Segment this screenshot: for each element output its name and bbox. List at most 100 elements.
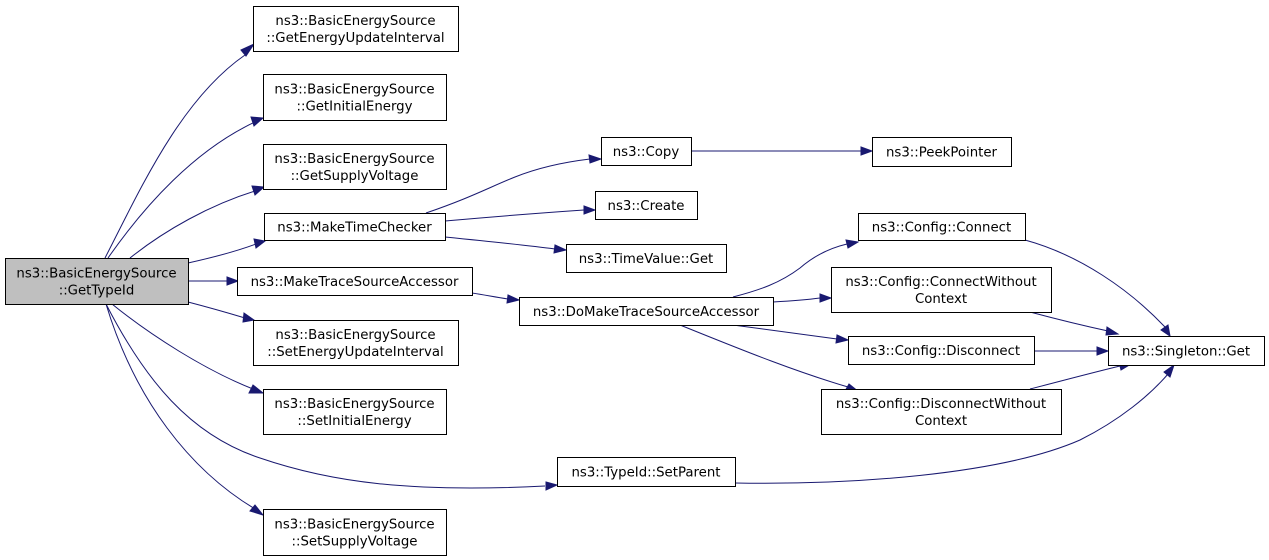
edge-make-time-checker-to-copy (425, 154, 603, 214)
edge-do-make-trace-source-accessor-to-config-connect (732, 239, 860, 298)
node-label-line: ns3::DoMakeTraceSourceAccessor (533, 305, 760, 320)
arrowhead (226, 276, 240, 286)
node-box (263, 74, 447, 121)
node-peek-pointer[interactable]: ns3::PeekPointer (872, 137, 1012, 167)
node-box (821, 389, 1062, 435)
node-label-line: ns3::Create (608, 199, 685, 214)
edge-line (111, 303, 254, 390)
edge-make-trace-source-accessor-to-do-make-trace-source-accessor (471, 292, 521, 304)
edge-do-make-trace-source-accessor-to-config-disconnect-without-context (679, 324, 861, 393)
node-box (253, 320, 459, 366)
node-box (237, 267, 473, 296)
node-label-line: ns3::MakeTimeChecker (277, 221, 432, 236)
node-get-energy-update-interval[interactable]: ns3::BasicEnergySource::GetEnergyUpdateI… (253, 6, 459, 52)
node-set-supply-voltage[interactable]: ns3::BasicEnergySource::SetSupplyVoltage (263, 509, 447, 556)
node-create[interactable]: ns3::Create (595, 191, 698, 220)
node-label-line: ::GetSupplyVoltage (291, 169, 419, 184)
edge-line (772, 297, 821, 303)
node-box (566, 244, 727, 273)
arrowhead (251, 185, 266, 196)
arrowhead (553, 244, 568, 254)
call-graph-nodes: ns3::BasicEnergySource::GetTypeIdns3::Ba… (5, 6, 1265, 556)
node-label-line: ns3::TypeId::SetParent (571, 466, 720, 481)
edge-line (105, 303, 546, 489)
edge-line (105, 303, 256, 510)
edge-line (1029, 365, 1121, 390)
edge-line (104, 54, 246, 259)
node-label-line: ns3::MakeTraceSourceAccessor (251, 275, 459, 290)
node-label-line: ns3::BasicEnergySource (274, 397, 434, 412)
edge-config-connect-without-context-to-singleton-get (1029, 311, 1120, 336)
node-box (264, 213, 446, 241)
edge-line (107, 121, 256, 259)
node-box (872, 137, 1012, 167)
node-set-energy-update-interval[interactable]: ns3::BasicEnergySource::SetEnergyUpdateI… (253, 320, 459, 366)
node-box (263, 144, 447, 190)
edge-root-to-get-energy-update-interval (104, 42, 256, 259)
edge-copy-to-peek-pointer (691, 146, 874, 156)
edge-line (187, 243, 257, 264)
node-get-initial-energy[interactable]: ns3::BasicEnergySource::GetInitialEnergy (263, 74, 447, 121)
node-make-trace-source-accessor[interactable]: ns3::MakeTraceSourceAccessor (237, 267, 473, 296)
edge-line (732, 324, 838, 340)
arrowhead (545, 481, 559, 491)
node-box (1108, 336, 1265, 366)
edge-typeid-set-parent-to-singleton-get (734, 363, 1175, 484)
node-label-line: ::GetTypeId (59, 284, 135, 299)
node-box (263, 509, 447, 556)
arrowhead (506, 294, 521, 304)
node-box (848, 336, 1035, 365)
node-label-line: ns3::PeekPointer (886, 146, 998, 161)
node-label-line: ns3::Config::Disconnect (862, 344, 1020, 359)
arrowhead (253, 238, 267, 249)
edge-line (444, 236, 556, 250)
node-label-line: ns3::BasicEnergySource (274, 518, 434, 533)
edge-line (425, 158, 591, 214)
edge-root-to-get-initial-energy (107, 116, 265, 259)
edge-root-to-set-supply-voltage (105, 303, 265, 516)
edge-line (129, 190, 256, 259)
node-label-line: ns3::Config::Connect (872, 221, 1011, 236)
node-typeid-set-parent[interactable]: ns3::TypeId::SetParent (557, 457, 736, 487)
node-timevalue-get[interactable]: ns3::TimeValue::Get (566, 244, 727, 273)
node-label-line: ns3::TimeValue::Get (579, 252, 714, 267)
node-set-initial-energy[interactable]: ns3::BasicEnergySource::SetInitialEnergy (263, 389, 447, 435)
arrowhead (588, 154, 603, 164)
call-graph-edges (104, 42, 1175, 516)
edge-config-connect-to-singleton-get (1024, 239, 1171, 338)
node-config-disconnect[interactable]: ns3::Config::Disconnect (848, 336, 1035, 365)
edge-line (734, 373, 1169, 484)
node-box (831, 267, 1052, 313)
node-label-line: ns3::BasicEnergySource (16, 267, 176, 282)
node-label-line: Context (915, 292, 967, 307)
arrowhead (248, 384, 265, 394)
node-box (858, 213, 1026, 241)
edge-line (187, 301, 246, 319)
arrowhead (819, 293, 833, 303)
node-copy[interactable]: ns3::Copy (601, 137, 692, 166)
node-config-connect[interactable]: ns3::Config::Connect (858, 213, 1026, 241)
arrowhead (860, 146, 874, 156)
node-label-line: ns3::Singleton::Get (1122, 345, 1250, 360)
node-get-supply-voltage[interactable]: ns3::BasicEnergySource::GetSupplyVoltage (263, 144, 447, 190)
node-make-time-checker[interactable]: ns3::MakeTimeChecker (264, 213, 446, 241)
arrowhead (835, 334, 850, 344)
node-box (519, 297, 774, 326)
node-label-line: ::SetInitialEnergy (297, 414, 411, 429)
node-box (263, 389, 447, 435)
edge-do-make-trace-source-accessor-to-config-connect-without-context (772, 293, 833, 303)
node-label-line: ::SetEnergyUpdateInterval (267, 345, 443, 360)
node-singleton-get[interactable]: ns3::Singleton::Get (1108, 336, 1265, 366)
node-label-line: ::GetInitialEnergy (296, 100, 412, 115)
arrowhead (250, 116, 265, 127)
node-label-line: ns3::BasicEnergySource (274, 152, 434, 167)
node-do-make-trace-source-accessor[interactable]: ns3::DoMakeTraceSourceAccessor (519, 297, 774, 326)
edge-line (1024, 239, 1166, 328)
arrowhead (249, 504, 265, 516)
arrowhead (1160, 324, 1171, 338)
arrowhead (1163, 363, 1175, 378)
edge-line (444, 209, 585, 222)
